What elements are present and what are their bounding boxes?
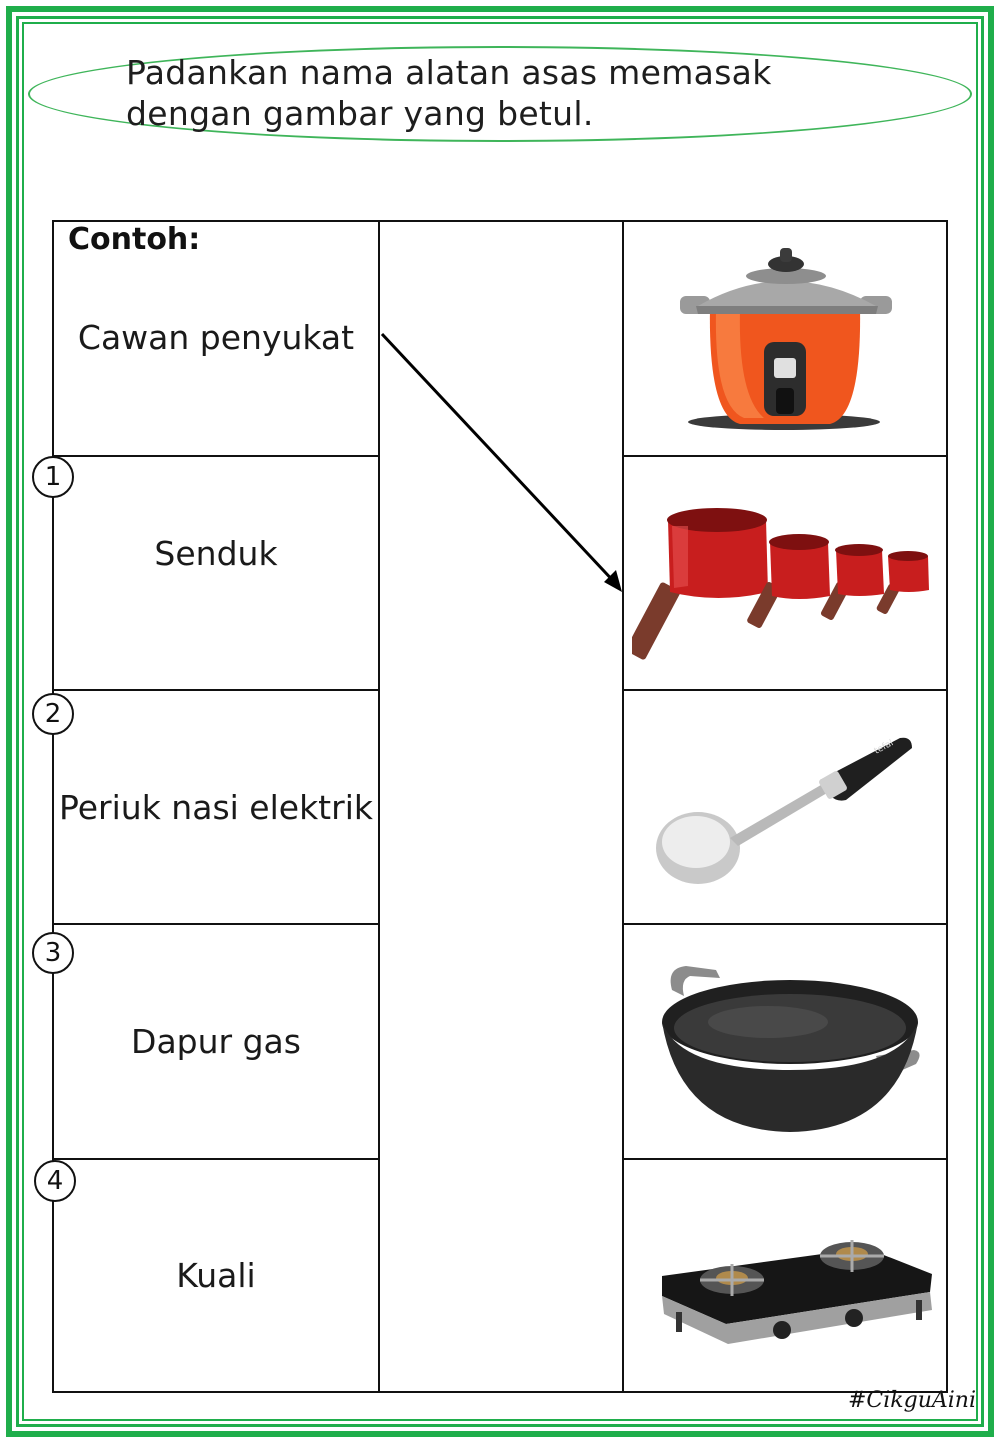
item-label-3[interactable]: Dapur gas — [131, 1022, 301, 1061]
item-label-1[interactable]: Senduk — [154, 534, 278, 573]
table-border-bottom — [52, 1391, 948, 1393]
table-divider-1 — [378, 220, 380, 1393]
instruction-oval — [28, 46, 972, 142]
table-divider-2 — [622, 220, 624, 1393]
measuring-cups-picture[interactable] — [632, 500, 938, 670]
rice-cooker-picture[interactable] — [640, 236, 930, 436]
table-border-left — [52, 220, 54, 1393]
page-border-outer — [6, 6, 994, 1437]
right-row-line — [622, 689, 948, 691]
ladle-picture[interactable]: tefal — [650, 730, 920, 890]
left-row-line — [52, 923, 380, 925]
right-row-line — [622, 455, 948, 457]
item-number-2: 2 — [32, 693, 74, 735]
item-number-4: 4 — [34, 1160, 76, 1202]
table-border-top — [52, 220, 948, 222]
page-border-middle — [16, 16, 984, 1427]
right-row-line — [622, 1158, 948, 1160]
instruction-line-2: dengan gambar yang betul. — [126, 94, 594, 133]
example-arrow — [380, 332, 622, 592]
watermark-signature: #CikguAini — [847, 1388, 976, 1413]
gas-stove-picture[interactable] — [656, 1220, 938, 1360]
item-number-1: 1 — [32, 456, 74, 498]
item-number-3: 3 — [32, 932, 74, 974]
wok-picture[interactable] — [650, 960, 932, 1140]
table-border-right — [946, 220, 948, 1393]
item-label-2[interactable]: Periuk nasi elektrik — [59, 788, 373, 827]
left-row-line — [52, 1158, 380, 1160]
left-row-line — [52, 689, 380, 691]
example-heading: Contoh: — [68, 222, 201, 257]
instruction-line-1: Padankan nama alatan asas memasak — [126, 53, 772, 92]
item-label-4[interactable]: Kuali — [176, 1256, 256, 1295]
example-label: Cawan penyukat — [77, 318, 355, 357]
page-border-inner — [22, 22, 978, 1421]
left-row-line — [52, 455, 380, 457]
instruction-text: Padankan nama alatan asas memasak dengan… — [126, 52, 926, 134]
right-row-line — [622, 923, 948, 925]
